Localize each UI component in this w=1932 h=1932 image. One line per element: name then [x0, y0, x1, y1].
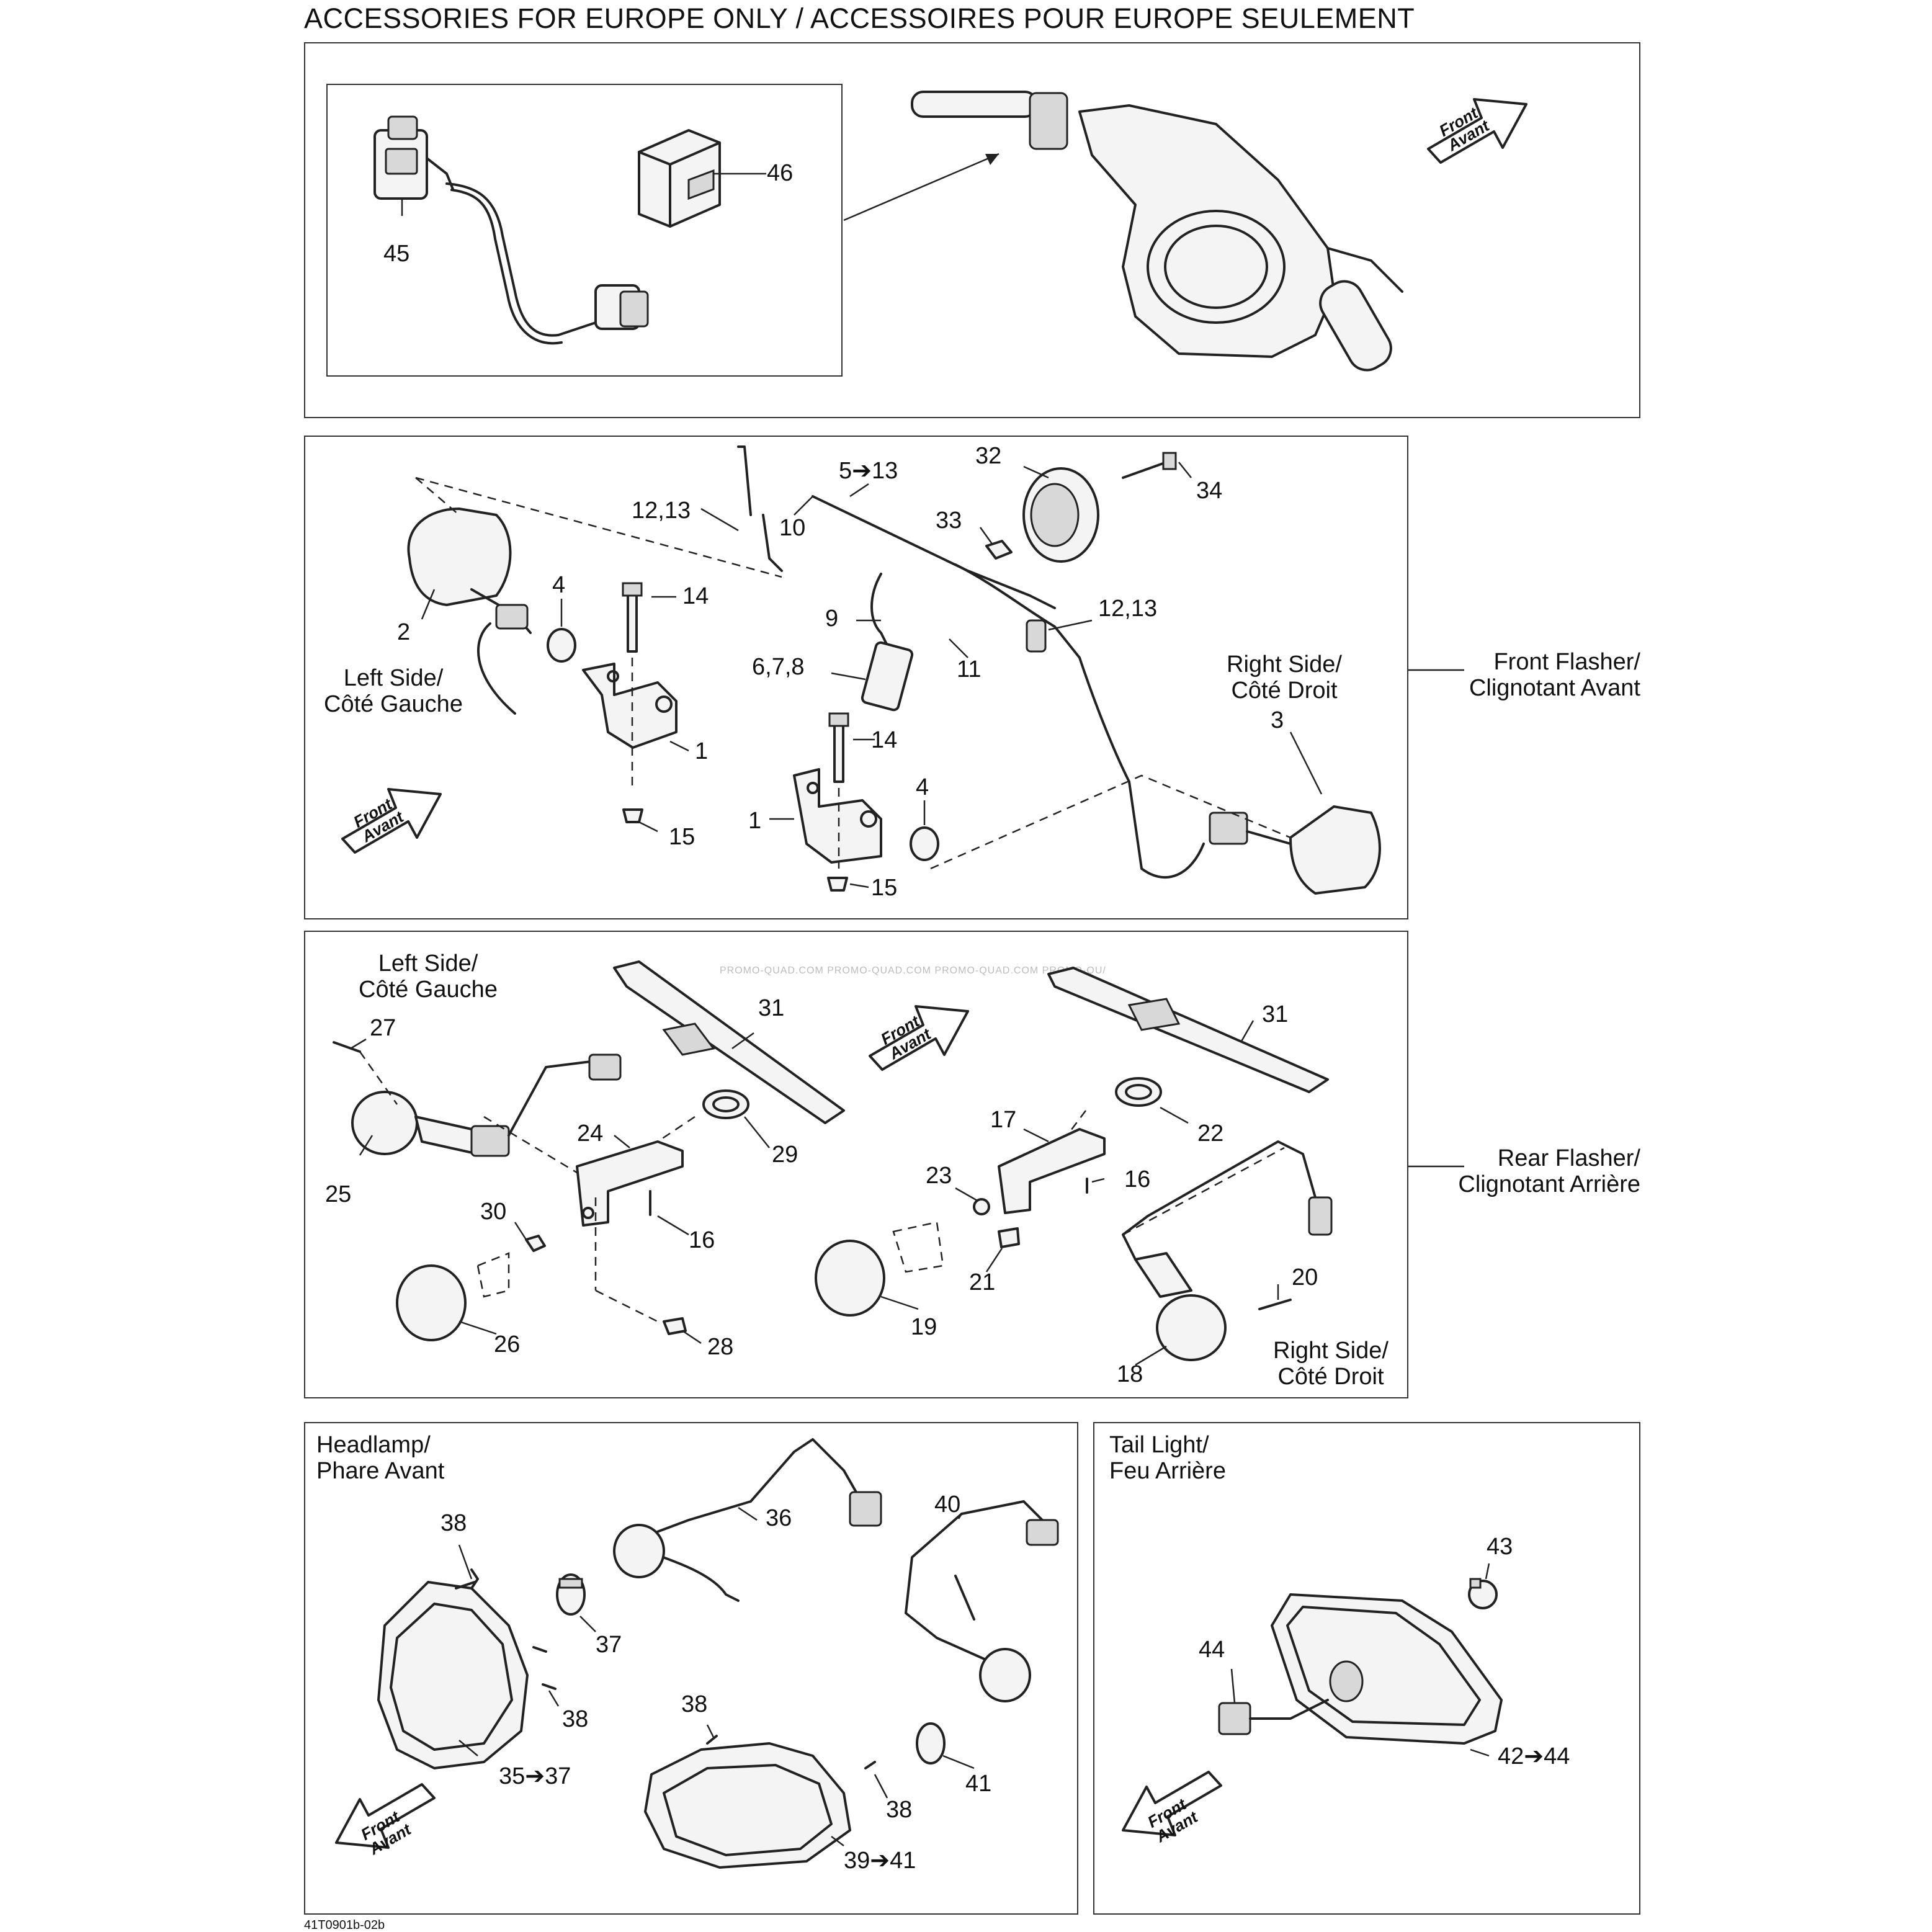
switch-45-drawing: [373, 115, 649, 345]
callout-15-left: 15: [669, 824, 695, 850]
right-side-label-front: Right Side/Côté Droit: [1227, 651, 1342, 704]
left-side-label-front: Left Side/Côté Gauche: [324, 665, 463, 717]
headlamp-39-drawing: [644, 1742, 851, 1869]
left-front-flasher-drawing: [407, 508, 532, 715]
callout-38-a: 38: [441, 1510, 467, 1536]
left-side-label-rear: Left Side/Côté Gauche: [359, 950, 498, 1003]
headlamp-35-drawing: [377, 1568, 529, 1769]
callout-16-right: 16: [1124, 1166, 1151, 1192]
tail-light-title: Tail Light/Feu Arrière: [1109, 1432, 1226, 1484]
callout-45: 45: [383, 241, 410, 267]
callout-11: 11: [957, 656, 982, 682]
callout-27: 27: [370, 1015, 396, 1041]
callout-26: 26: [494, 1331, 521, 1357]
callout-21: 21: [969, 1269, 996, 1295]
relay-46-drawing: [638, 129, 721, 228]
callout-43: 43: [1487, 1534, 1513, 1560]
watermark-text: PROMO-QUAD.COM PROMO-QUAD.COM PROMO-QUAD…: [720, 965, 1106, 976]
callout-40: 40: [934, 1491, 961, 1518]
callout-4-left: 4: [552, 572, 566, 598]
callout-38-b: 38: [562, 1706, 589, 1732]
callout-1-left: 1: [695, 738, 709, 764]
right-side-label-rear: Right Side/Côté Droit: [1273, 1338, 1389, 1390]
callout-17: 17: [990, 1107, 1017, 1133]
callout-6-7-8: 6,7,8: [752, 654, 805, 680]
callout-25: 25: [325, 1181, 352, 1207]
callout-14-right: 14: [871, 727, 898, 753]
headlamp-title: Headlamp/Phare Avant: [316, 1432, 445, 1484]
callout-34: 34: [1196, 478, 1223, 504]
callout-28: 28: [707, 1334, 734, 1360]
bulb-37-drawing: [556, 1573, 586, 1616]
callout-37: 37: [596, 1632, 622, 1658]
callout-35-37: 35➔37: [499, 1763, 571, 1789]
handlebar-assembly-drawing: [911, 91, 1403, 372]
callout-38-d: 38: [886, 1797, 913, 1823]
callout-10: 10: [779, 515, 806, 541]
arrow-icon: [335, 1783, 436, 1849]
front-flasher-group-label: Front Flasher/Clignotant Avant: [1469, 649, 1640, 701]
callout-22: 22: [1197, 1120, 1224, 1147]
right-front-flasher-drawing: [1209, 805, 1381, 895]
callout-5-13: 5➔13: [839, 458, 898, 484]
callout-16-left: 16: [689, 1227, 715, 1253]
tail-light-drawing: [1271, 1593, 1503, 1745]
arrow-icon: [1122, 1771, 1222, 1836]
callout-36: 36: [766, 1505, 792, 1531]
callout-2: 2: [397, 619, 411, 645]
callout-9: 9: [825, 606, 839, 632]
callout-44: 44: [1199, 1637, 1225, 1663]
callout-39-41: 39➔41: [844, 1848, 916, 1874]
callout-20: 20: [1292, 1264, 1318, 1290]
callout-18: 18: [1117, 1361, 1143, 1387]
callout-24: 24: [577, 1120, 604, 1147]
document-code: 41T0901b-02b: [304, 1918, 385, 1932]
page-title: ACCESSORIES FOR EUROPE ONLY / ACCESSOIRE…: [304, 2, 1415, 34]
front-harness-drawing: [737, 445, 1205, 879]
inset-switch-kit: [326, 84, 843, 377]
arrow-icon: [869, 1005, 969, 1071]
callout-32: 32: [975, 443, 1002, 469]
callout-14-left: 14: [682, 583, 709, 609]
callout-15-right: 15: [871, 875, 898, 901]
callout-33: 33: [936, 508, 962, 534]
callout-31-right: 31: [1262, 1001, 1289, 1027]
arrow-icon: [1427, 98, 1527, 164]
arrow-icon: [341, 788, 442, 854]
callout-4-right: 4: [916, 774, 929, 800]
callout-19: 19: [911, 1314, 937, 1340]
callout-3: 3: [1271, 707, 1284, 733]
callout-12-13-left: 12,13: [632, 498, 691, 524]
callout-1-right: 1: [748, 808, 762, 834]
callout-46: 46: [767, 160, 794, 186]
callout-31-left: 31: [758, 995, 785, 1021]
callout-29: 29: [772, 1142, 798, 1168]
callout-23: 23: [926, 1163, 952, 1189]
rear-flasher-group-label: Rear Flasher/Clignotant Arrière: [1458, 1145, 1640, 1197]
callout-42-44: 42➔44: [1498, 1743, 1570, 1769]
callout-41: 41: [965, 1771, 992, 1797]
callout-38-c: 38: [681, 1691, 708, 1717]
callout-30: 30: [480, 1199, 507, 1225]
callout-12-13-right: 12,13: [1098, 596, 1158, 622]
